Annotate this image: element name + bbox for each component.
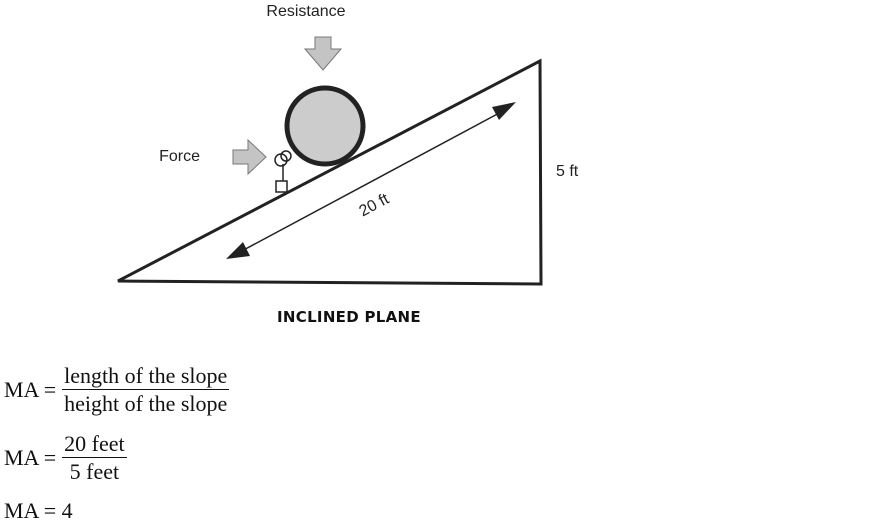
fraction-denominator: height of the slope xyxy=(64,391,228,417)
resistance-label: Resistance xyxy=(266,3,345,20)
height-label: 5 ft xyxy=(556,163,579,180)
inclined-plane-diagram: Resistance Force 20 ft 5 ft INCLINED PLA… xyxy=(117,3,579,326)
force-label: Force xyxy=(159,148,200,165)
formula-ma-values: MA = 20 feet 5 feet xyxy=(4,432,127,483)
formula-ma-result: MA = 4 xyxy=(4,498,73,524)
formula-lhs: MA = xyxy=(4,444,57,470)
ball xyxy=(284,85,366,167)
formula-ma-definition: MA = length of the slope height of the s… xyxy=(4,364,230,417)
fraction: 20 feet 5 feet xyxy=(62,432,127,485)
fraction: length of the slope height of the slope xyxy=(62,364,230,417)
formula-result: MA = 4 xyxy=(4,498,73,523)
slope-measure-arrow xyxy=(226,102,516,259)
pulley-rope xyxy=(274,150,292,193)
fraction-denominator: 5 feet xyxy=(69,459,120,485)
diagram-caption: INCLINED PLANE xyxy=(277,308,421,326)
arrow-right-icon xyxy=(232,138,267,176)
fraction-numerator: length of the slope xyxy=(62,364,230,391)
incline-triangle xyxy=(117,58,543,286)
formula-lhs: MA = xyxy=(4,376,57,402)
fraction-numerator: 20 feet xyxy=(62,432,127,459)
arrow-down-icon xyxy=(303,36,343,71)
